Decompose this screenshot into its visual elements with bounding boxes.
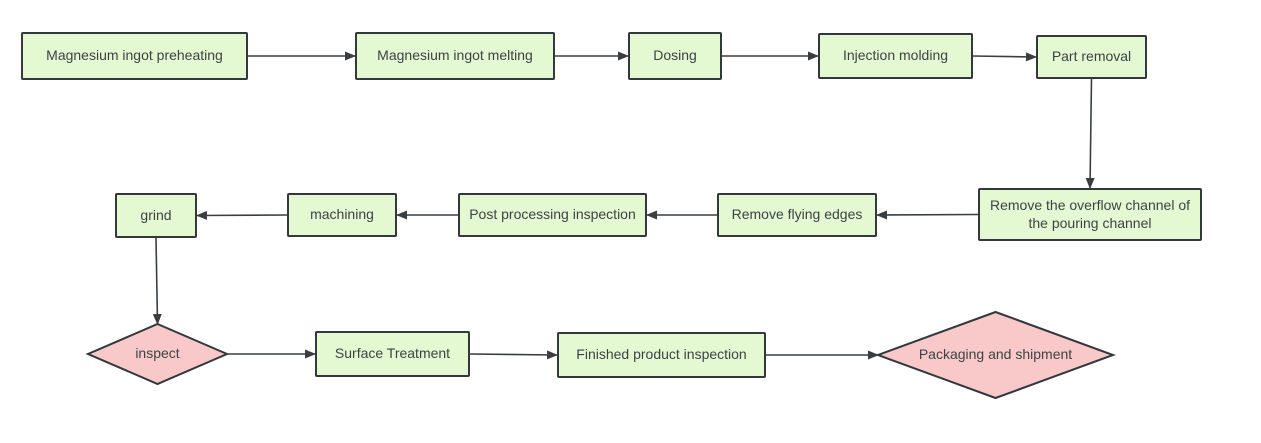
node-label: Post processing inspection	[469, 206, 636, 223]
node-label: machining	[310, 206, 374, 223]
node-label: Magnesium ingot preheating	[46, 47, 223, 64]
diamond-shape	[88, 324, 227, 384]
node-surface-treatment[interactable]: Surface Treatment	[315, 331, 470, 377]
flow-arrow	[196, 210, 288, 220]
diamond-shape	[878, 312, 1113, 398]
node-label: Part removal	[1051, 48, 1132, 65]
node-remove-overflow-channel[interactable]: Remove the overflow channel of the pouri…	[978, 188, 1202, 241]
node-label: inspect	[135, 345, 180, 362]
node-label: Remove flying edges	[731, 206, 863, 223]
node-label: Packaging and shipment	[918, 346, 1073, 363]
node-label: Dosing	[653, 47, 697, 64]
node-label: grind	[140, 206, 172, 223]
node-packaging-and-shipment-decision[interactable]: Packaging and shipment	[878, 312, 1113, 398]
flow-arrow	[469, 350, 558, 360]
node-grind[interactable]: grind	[115, 193, 197, 238]
node-machining[interactable]: machining	[287, 193, 397, 237]
node-label: Injection molding	[842, 47, 949, 64]
node-magnesium-ingot-melting[interactable]: Magnesium ingot melting	[355, 32, 555, 80]
node-label: Magnesium ingot melting	[377, 47, 533, 64]
node-part-removal[interactable]: Part removal	[1036, 35, 1147, 79]
node-dosing[interactable]: Dosing	[628, 32, 722, 80]
node-finished-product-inspection[interactable]: Finished product inspection	[557, 332, 766, 378]
flow-arrow	[1085, 78, 1095, 189]
node-magnesium-ingot-preheating[interactable]: Magnesium ingot preheating	[21, 32, 248, 80]
node-label: Surface Treatment	[334, 345, 451, 362]
node-post-processing-inspection[interactable]: Post processing inspection	[458, 193, 647, 237]
node-label: Finished product inspection	[576, 346, 747, 363]
node-inspect-decision[interactable]: inspect	[88, 324, 227, 384]
flow-arrow	[152, 237, 162, 325]
flow-arrow	[876, 210, 979, 220]
flow-arrow	[972, 52, 1037, 62]
node-remove-flying-edges[interactable]: Remove flying edges	[717, 193, 877, 237]
node-injection-molding[interactable]: Injection molding	[818, 33, 973, 79]
node-label: Remove the overflow channel of the pouri…	[990, 197, 1190, 231]
